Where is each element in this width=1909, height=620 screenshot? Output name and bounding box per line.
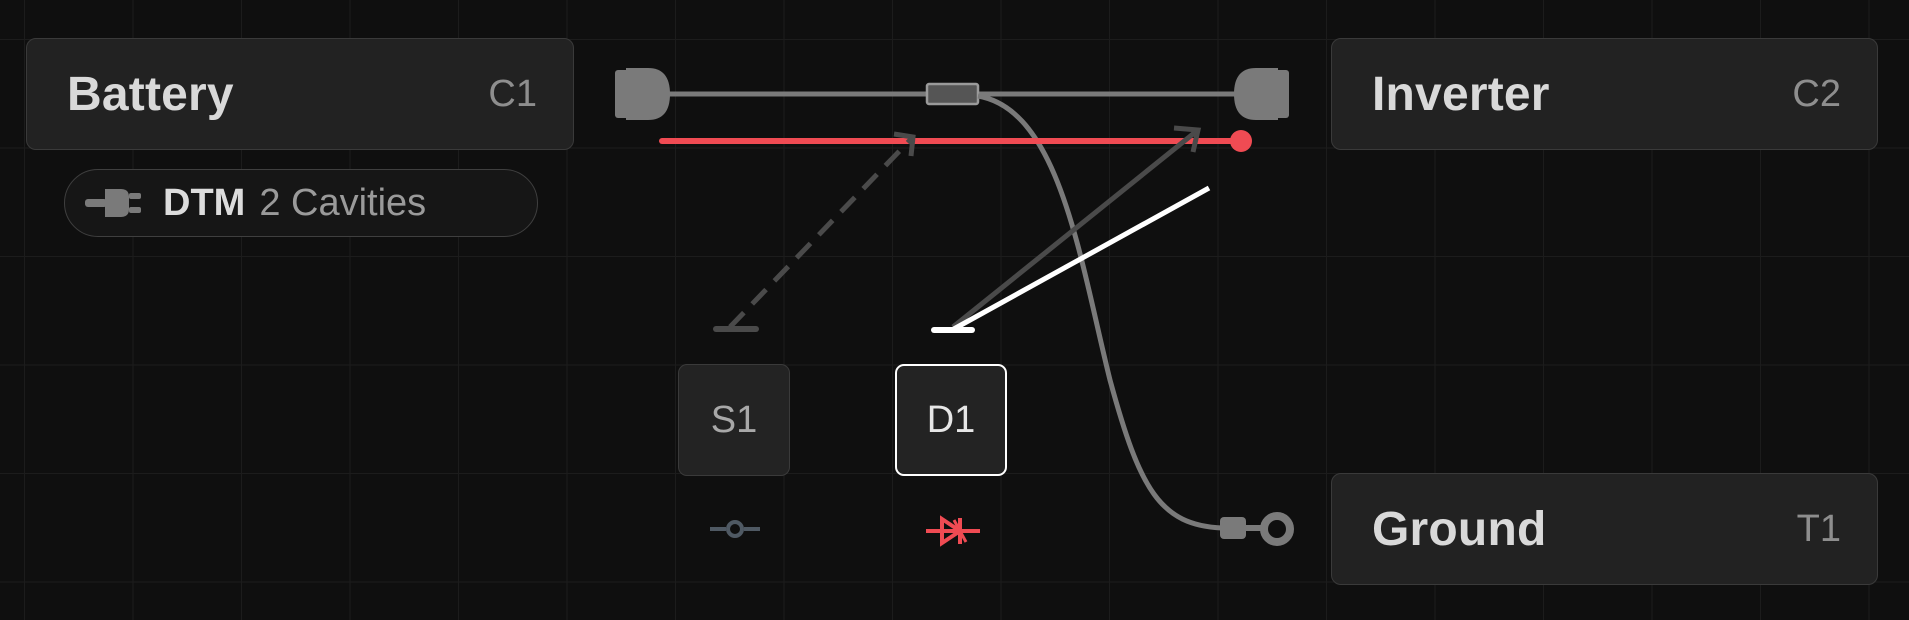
arrowhead-icon	[1173, 125, 1202, 153]
diode-icon	[926, 515, 980, 547]
component-ref: D1	[926, 398, 976, 441]
node-battery[interactable]: Battery C1	[26, 38, 574, 150]
component-d1[interactable]: D1	[895, 364, 1007, 476]
switch-icon	[710, 520, 760, 538]
connection-d1-selected[interactable]	[950, 185, 1211, 333]
connector-end-right-icon[interactable]	[1234, 68, 1289, 120]
node-ref: C2	[1792, 72, 1841, 115]
connector-type-label: DTM	[163, 181, 246, 224]
plug-icon	[85, 185, 147, 221]
splice-marker[interactable]	[925, 82, 980, 106]
ring-terminal-icon[interactable]	[1220, 512, 1294, 546]
connection-d1-dark[interactable]	[951, 128, 1200, 329]
node-ground[interactable]: Ground T1	[1331, 473, 1878, 585]
node-ref: T1	[1796, 507, 1841, 550]
node-inverter[interactable]: Inverter C2	[1331, 38, 1878, 150]
connector-type-pill[interactable]: DTM 2 Cavities	[64, 169, 538, 237]
cavity-count: 2 Cavities	[259, 181, 427, 224]
connector-end-left-icon[interactable]	[615, 68, 670, 120]
arrowhead-icon	[893, 131, 916, 157]
wire-splice-ground[interactable]	[977, 93, 1223, 531]
node-title: Ground	[1372, 502, 1547, 556]
component-ref: S1	[710, 398, 758, 441]
node-title: Battery	[67, 67, 234, 121]
component-s1[interactable]: S1	[678, 364, 790, 476]
node-ref: C1	[488, 72, 537, 115]
wire-endpoint-dot[interactable]	[1230, 130, 1252, 152]
node-title: Inverter	[1372, 67, 1550, 121]
pending-connection-s1[interactable]	[728, 135, 915, 329]
